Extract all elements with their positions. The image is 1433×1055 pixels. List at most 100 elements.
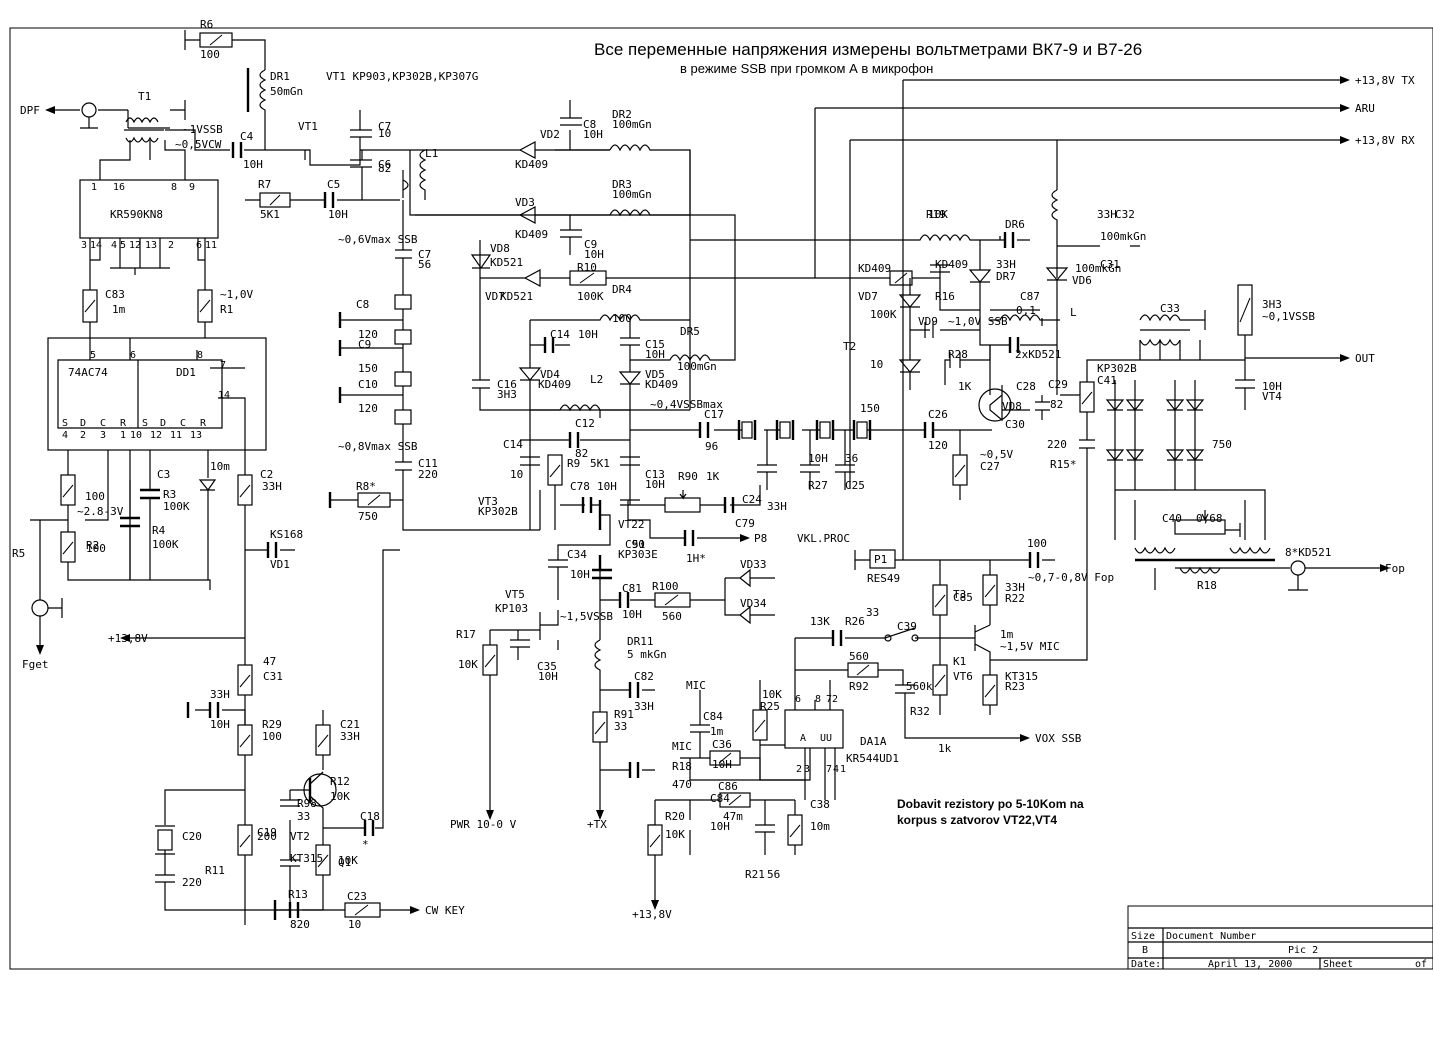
mixer-chip <box>79 179 219 239</box>
component-label: 200 <box>257 830 277 843</box>
component-label: 33H <box>1005 581 1025 594</box>
component-label: R25 <box>760 700 780 713</box>
component-label: R26 <box>845 615 865 628</box>
component-label: C40 <box>1162 512 1182 525</box>
component-label: ~0,1VSSB <box>1262 310 1315 323</box>
component-label: 100 <box>86 542 106 555</box>
component-label: 120 <box>358 328 378 341</box>
component-label: ~0,4VSSBmax <box>650 398 723 411</box>
component-label: VT6 <box>953 670 973 683</box>
right-section <box>690 189 1390 661</box>
component-label: 56 <box>418 258 431 271</box>
drawing-frame <box>9 27 1433 970</box>
svg-text:6: 6 <box>196 240 202 251</box>
component-label: DR3 <box>612 178 632 191</box>
component-label: 51 <box>632 538 645 551</box>
component-label: 1m <box>1000 628 1014 641</box>
svg-text:Date:: Date: <box>1131 959 1161 970</box>
component-label: C87 <box>1020 290 1040 303</box>
component-label: 10H <box>578 328 598 341</box>
component-label: R12 <box>330 775 350 788</box>
q1-crystal <box>157 829 173 851</box>
component-label: C27 <box>980 460 1000 473</box>
component-label: R100 <box>652 580 679 593</box>
component-label: C35 <box>537 660 557 673</box>
flipflop-label: 74AC74 <box>68 366 108 379</box>
component-label: C84 <box>703 710 723 723</box>
component-label: 10K <box>665 828 685 841</box>
component-label: C8 <box>583 118 596 131</box>
component-label: KD409 <box>515 228 548 241</box>
component-label: C8 <box>356 298 369 311</box>
component-label: KP302B <box>1097 362 1137 375</box>
component-label: C86 <box>718 780 738 793</box>
component-label: 100 <box>200 48 220 61</box>
component-label: 100 <box>262 730 282 743</box>
component-label: 100mGn <box>677 360 717 373</box>
component-label: C7 <box>418 248 431 261</box>
component-label: 100mGn <box>612 118 652 131</box>
rail-label-out: OUT <box>1355 352 1375 365</box>
component-label: ~0,7-0,8V Fop <box>1028 571 1114 584</box>
component-label: T2 <box>843 340 856 353</box>
component-label: 5K1 <box>260 208 280 221</box>
component-label: 10 <box>510 468 523 481</box>
component-label: C14 <box>550 328 570 341</box>
rail-arrows <box>1340 76 1350 362</box>
component-label: 750 <box>1212 438 1232 451</box>
component-label: 3H3 <box>497 388 517 401</box>
component-label: 10m <box>210 460 230 473</box>
opamp-da1a <box>784 709 844 749</box>
component-label: ~1,0V <box>220 288 253 301</box>
component-label: C29 <box>1048 378 1068 391</box>
r29-resistor <box>237 664 253 696</box>
svg-text:5: 5 <box>90 350 96 361</box>
component-label: VD3 <box>515 196 535 209</box>
svg-text:S: S <box>142 418 148 429</box>
r11-resistor <box>237 824 253 856</box>
component-label: 10H <box>645 478 665 491</box>
component-label: 10H <box>645 348 665 361</box>
component-label: 100mGn <box>612 188 652 201</box>
component-label: C81 <box>622 582 642 595</box>
dpf-label: DPF <box>20 104 40 117</box>
svg-text:1: 1 <box>840 764 846 775</box>
component-label: 10H <box>712 758 732 771</box>
component-label: KD409 <box>515 158 548 171</box>
component-label: R18 <box>1197 579 1217 592</box>
svg-text:16: 16 <box>113 182 125 193</box>
component-label: R4 <box>152 524 166 537</box>
component-label: ~0,5VCW <box>175 138 222 151</box>
svg-text:11: 11 <box>170 430 182 441</box>
svg-text:2: 2 <box>80 430 86 441</box>
vox-section <box>647 549 1055 910</box>
component-label: 33H <box>210 688 230 701</box>
component-label: R15* <box>1050 458 1077 471</box>
relay-type-label: RES49 <box>867 572 900 585</box>
rail-label-tx: +13,8V TX <box>1355 74 1415 87</box>
component-label: R92 <box>849 680 869 693</box>
component-label: 10H <box>584 248 604 261</box>
component-label: 560 <box>662 610 682 623</box>
component-label: ~0,8Vmax SSB <box>338 440 418 453</box>
component-label: C31 <box>263 670 283 683</box>
component-label: 1K <box>958 380 972 393</box>
component-label: 33H <box>996 258 1016 271</box>
component-label: 100mkGn <box>1075 262 1121 275</box>
svg-text:1: 1 <box>120 430 126 441</box>
component-label: 10H <box>597 480 617 493</box>
component-label: 33 <box>614 720 627 733</box>
rail-label-rx: +13,8V RX <box>1355 134 1415 147</box>
component-label: 560 <box>849 650 869 663</box>
component-label: 47m <box>723 810 743 823</box>
component-label: C32 <box>1115 208 1135 221</box>
svg-text:13: 13 <box>145 240 157 251</box>
component-label: 1K <box>706 470 720 483</box>
component-label: C20 <box>182 830 202 843</box>
component-label: C14 <box>503 438 523 451</box>
component-label: C23 <box>347 890 367 903</box>
component-label: R27 <box>808 479 828 492</box>
component-label: C24 <box>742 493 762 506</box>
component-label: K1 <box>953 655 966 668</box>
